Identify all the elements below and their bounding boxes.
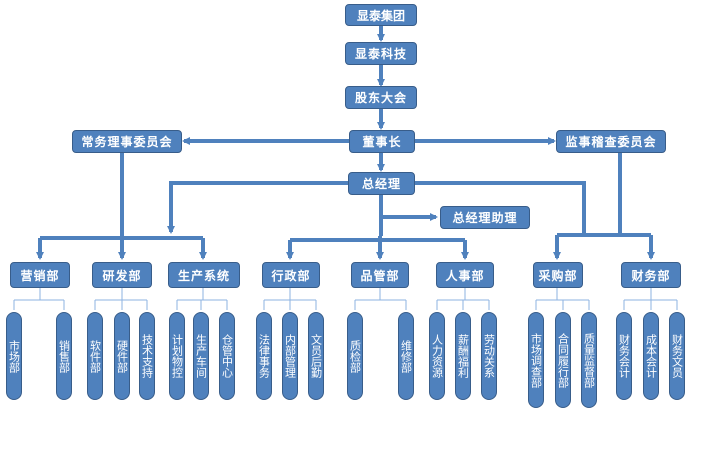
leaf-tech-support: 技术支持 — [139, 312, 155, 400]
leaf-market: 市场部 — [6, 312, 22, 400]
dept-production: 生产系统 — [168, 262, 240, 288]
leaf-market-research: 市场调查部 — [528, 312, 544, 408]
leaf-inspection: 质检部 — [347, 312, 363, 400]
dept-rnd: 研发部 — [92, 262, 152, 288]
leaf-labor-relations: 劳动关系 — [481, 312, 497, 400]
gm-assistant-node: 总经理助理 — [440, 206, 530, 229]
leaf-planning: 计划物控 — [169, 312, 185, 400]
leaf-legal: 法律事务 — [256, 312, 272, 400]
leaf-sales: 销售部 — [56, 312, 72, 400]
leaf-quality-supervision: 质量监督部 — [581, 312, 597, 408]
leaf-warehouse: 仓管中心 — [219, 312, 235, 400]
leaf-hardware: 硬件部 — [114, 312, 130, 400]
leaf-cost-accounting: 成本会计 — [643, 312, 659, 400]
leaf-clerical: 文员后勤 — [308, 312, 324, 400]
shareholders-node: 股东大会 — [345, 86, 417, 109]
leaf-compensation: 薪酬福利 — [455, 312, 471, 400]
leaf-workshop: 生产车间 — [193, 312, 209, 400]
dept-purchasing: 采购部 — [533, 262, 583, 288]
leaf-software: 软件部 — [87, 312, 103, 400]
leaf-internal-mgmt: 内部管理 — [282, 312, 298, 400]
leaf-contract: 合同履行部 — [555, 312, 571, 408]
supervisory-committee-node: 监事稽查委员会 — [556, 130, 666, 153]
company-node: 显泰科技 — [345, 42, 417, 65]
chairman-node: 董事长 — [349, 130, 415, 153]
dept-admin: 行政部 — [262, 262, 320, 288]
leaf-hr-resources: 人力资源 — [429, 312, 445, 400]
dept-marketing: 营销部 — [10, 262, 70, 288]
leaf-repair: 维修部 — [398, 312, 414, 400]
standing-committee-node: 常务理事委员会 — [72, 130, 182, 153]
leaf-financial-accounting: 财务会计 — [616, 312, 632, 400]
dept-quality: 品管部 — [351, 262, 409, 288]
leaf-finance-clerk: 财务文员 — [669, 312, 685, 400]
general-manager-node: 总经理 — [348, 172, 415, 195]
group-logo: 显泰集团 — [345, 4, 417, 26]
dept-hr: 人事部 — [436, 262, 494, 288]
dept-finance: 财务部 — [621, 262, 681, 288]
